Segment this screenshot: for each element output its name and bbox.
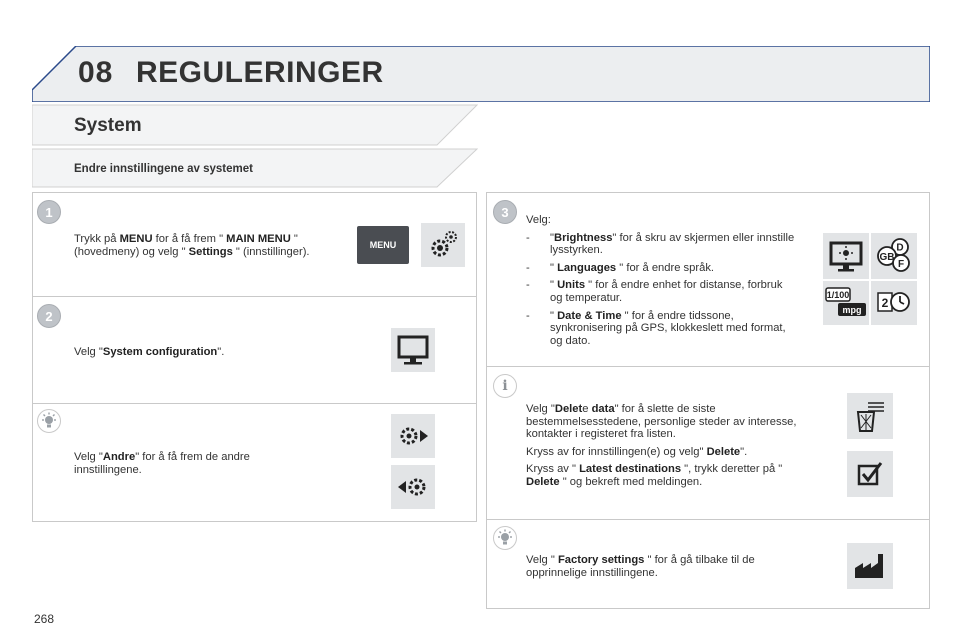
info-paragraph-2: Kryss av for innstillingen(e) og velg" D…	[526, 445, 748, 458]
chapter-title: REGULERINGER	[136, 56, 384, 89]
lang-code-d: D	[896, 243, 903, 254]
menu-button[interactable]: MENU	[357, 226, 409, 264]
languages-icon-box[interactable]: D GB F	[871, 233, 917, 279]
step1-text: Trykk på MENU for å få frem " MAIN MENU …	[74, 233, 310, 258]
factory-settings-icon-box[interactable]	[847, 543, 893, 589]
subtitle-bar	[32, 148, 478, 188]
option-brightness: -"Brightness" for å skru av skjermen ell…	[526, 231, 795, 257]
languages-icon: D GB F	[877, 238, 910, 272]
checkbox-icon	[857, 462, 883, 486]
step3-text: Velg: -"Brightness" for å skru av skjerm…	[526, 214, 796, 352]
subtitle: Endre innstillingene av systemet	[74, 163, 253, 175]
tip-badge	[37, 409, 61, 433]
date-time-icon-box[interactable]: 2	[871, 281, 917, 325]
step-badge-1: 1	[37, 200, 61, 224]
info-paragraph-3: Kryss av " Latest destinations ", trykk …	[526, 463, 783, 488]
chapter-number: 08	[78, 56, 114, 89]
settings-icon-box[interactable]	[421, 223, 465, 267]
tip-text: Velg "Andre" for å få frem de andre inns…	[74, 451, 250, 476]
page-number: 268	[34, 612, 55, 626]
lang-code-gb: GB	[880, 252, 895, 263]
section-title: System	[74, 115, 142, 136]
lightbulb-icon	[498, 529, 512, 545]
divider	[32, 296, 477, 297]
info-text: Velg "Delete data" for å slette de siste…	[526, 403, 801, 489]
info-badge: i	[493, 374, 517, 398]
date-time-icon: 2	[877, 292, 910, 312]
factory-icon	[855, 554, 883, 578]
other-settings-next-icon-box[interactable]	[391, 414, 435, 458]
settings-gears-icon	[431, 231, 457, 257]
divider	[32, 403, 477, 404]
units-icon-box[interactable]: 1/100 mpg	[823, 281, 869, 325]
chapter-banner	[32, 46, 930, 102]
units-icon-top: 1/100	[827, 290, 850, 300]
delete-data-icon-box[interactable]	[847, 393, 893, 439]
section-title-bar	[32, 104, 478, 146]
gear-arrow-right-icon	[400, 427, 428, 445]
step2-text: Velg "System configuration".	[74, 346, 225, 358]
confirm-delete-icon-box[interactable]	[847, 451, 893, 497]
trash-list-icon	[856, 402, 884, 432]
option-languages: -" Languages " for å endre språk.	[526, 261, 715, 274]
monitor-icon	[397, 335, 429, 365]
info-paragraph-1: Velg "Delete data" for å slette de siste…	[526, 403, 797, 441]
brightness-screen-icon	[829, 241, 863, 272]
factory-settings-text: Velg " Factory settings " for å gå tilba…	[526, 554, 755, 579]
units-icon: 1/100 mpg	[825, 287, 866, 316]
brightness-icon-box[interactable]	[823, 233, 869, 279]
step-badge-2: 2	[37, 304, 61, 328]
units-icon-bottom: mpg	[843, 305, 862, 315]
menu-button-label: MENU	[369, 240, 397, 250]
option-date-time: -" Date & Time " for å endre tidssone, s…	[526, 309, 786, 347]
other-settings-back-icon-box[interactable]	[391, 465, 435, 509]
system-configuration-icon-box[interactable]	[391, 328, 435, 372]
gear-arrow-left-icon	[398, 478, 426, 496]
option-units: -" Units " for å endre enhet for distans…	[526, 279, 783, 304]
lang-code-f: F	[898, 259, 904, 270]
svg-text:2: 2	[882, 296, 889, 310]
tip-badge	[493, 526, 517, 550]
step3-intro: Velg:	[526, 214, 551, 226]
step-badge-3: 3	[493, 200, 517, 224]
lightbulb-icon	[42, 412, 56, 428]
divider	[486, 519, 930, 520]
divider	[486, 366, 930, 367]
